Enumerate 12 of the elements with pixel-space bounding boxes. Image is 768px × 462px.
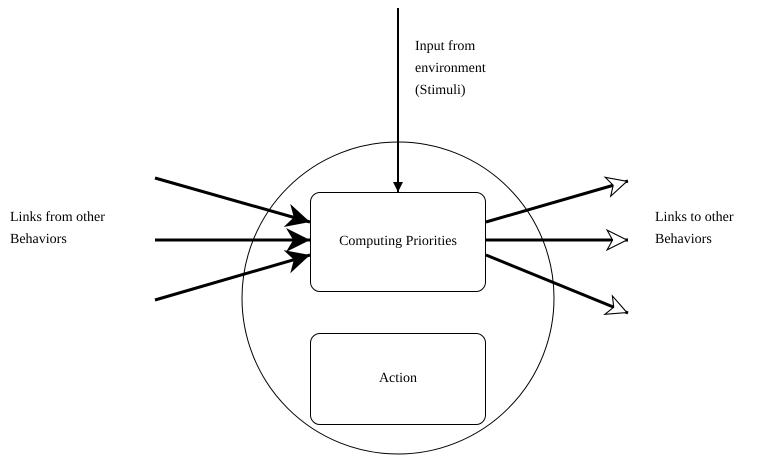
process-box: Action: [310, 333, 486, 425]
arrow: [485, 254, 629, 315]
arrow: [154, 176, 310, 227]
arrow: [486, 176, 628, 224]
circle-node: [241, 141, 555, 455]
text-label: Links to other Behaviors: [655, 209, 735, 249]
arrow: [155, 228, 310, 252]
process-box: Computing Priorities: [310, 192, 486, 292]
arrow: [486, 230, 628, 250]
text-label: Links from other Behaviors: [10, 209, 106, 249]
arrow: [393, 8, 403, 192]
arrow: [154, 250, 310, 302]
